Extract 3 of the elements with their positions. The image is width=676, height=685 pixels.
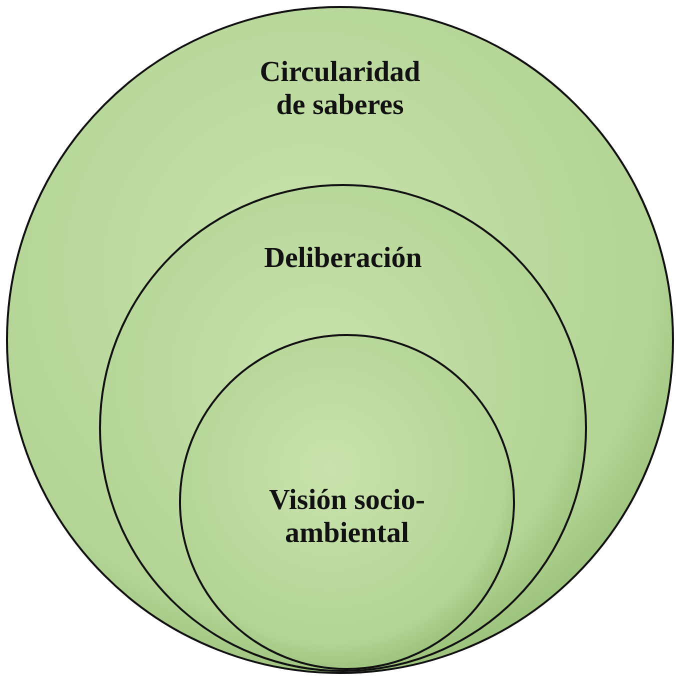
circle-label: Circularidad de saberes bbox=[258, 56, 422, 122]
circle-label: Visión socio- ambiental bbox=[268, 484, 426, 550]
circle-label: Deliberación bbox=[263, 242, 423, 275]
